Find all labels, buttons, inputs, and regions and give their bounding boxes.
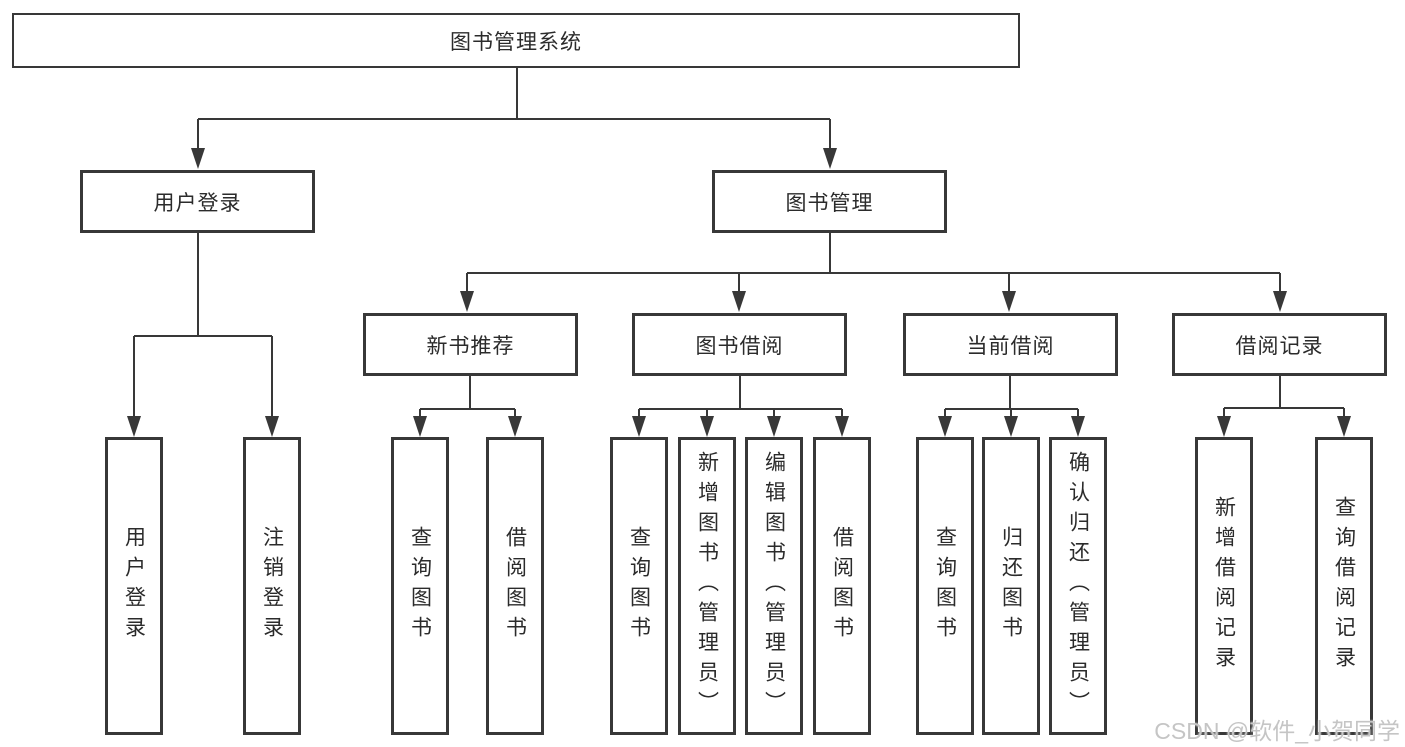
node-label: 查询图书 (627, 526, 651, 646)
node-label: 图书管理 (785, 191, 874, 215)
node-label: 查询图书 (408, 526, 432, 646)
node-label: 新增借阅记录 (1212, 496, 1236, 676)
leaf-query-books-current: 查询图书 (916, 437, 974, 735)
leaf-confirm-return-admin: 确认归还（管理员） (1049, 437, 1107, 735)
node-book-management: 图书管理 (712, 170, 947, 233)
node-borrow-records: 借阅记录 (1172, 313, 1387, 376)
leaf-return-books: 归还图书 (982, 437, 1040, 735)
node-label: 编辑图书（管理员） (762, 451, 786, 721)
node-label: 查询借阅记录 (1332, 496, 1356, 676)
node-label: 当前借阅 (966, 334, 1055, 358)
node-label: 借阅图书 (503, 526, 527, 646)
leaf-query-books-recommend: 查询图书 (391, 437, 449, 735)
leaf-logout: 注销登录 (243, 437, 301, 735)
node-label: 借阅图书 (830, 526, 854, 646)
leaf-user-login: 用户登录 (105, 437, 163, 735)
csdn-watermark: CSDN @软件_小贺同学 (1154, 718, 1400, 744)
node-new-book-recommend: 新书推荐 (363, 313, 578, 376)
arrowheads (127, 148, 1351, 437)
node-user-login: 用户登录 (80, 170, 315, 233)
node-current-borrow: 当前借阅 (903, 313, 1118, 376)
node-book-borrow: 图书借阅 (632, 313, 847, 376)
leaf-query-borrow-record: 查询借阅记录 (1315, 437, 1373, 735)
node-label: 借阅记录 (1235, 334, 1324, 358)
leaf-query-books-borrow: 查询图书 (610, 437, 668, 735)
node-label: 归还图书 (999, 526, 1023, 646)
node-label: 查询图书 (933, 526, 957, 646)
leaf-add-books-admin: 新增图书（管理员） (678, 437, 736, 735)
leaf-edit-books-admin: 编辑图书（管理员） (745, 437, 803, 735)
node-label: 图书借阅 (695, 334, 784, 358)
leaf-borrow-books-recommend: 借阅图书 (486, 437, 544, 735)
node-label: 新书推荐 (426, 334, 515, 358)
node-label: 图书管理系统 (450, 30, 582, 54)
node-label: 确认归还（管理员） (1066, 451, 1090, 721)
leaf-add-borrow-record: 新增借阅记录 (1195, 437, 1253, 735)
node-label: 注销登录 (260, 526, 284, 646)
node-label: 用户登录 (153, 191, 242, 215)
node-label: 新增图书（管理员） (695, 451, 719, 721)
leaf-borrow-books: 借阅图书 (813, 437, 871, 735)
node-label: 用户登录 (122, 526, 146, 646)
node-library-management-system: 图书管理系统 (12, 13, 1020, 68)
